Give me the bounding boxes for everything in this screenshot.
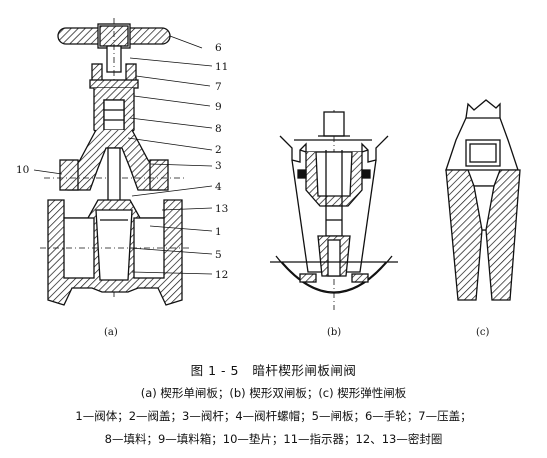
label-6: 6: [215, 42, 222, 54]
label-5: 5: [215, 249, 222, 261]
label-13: 13: [215, 203, 228, 215]
label-4: 4: [215, 181, 222, 193]
label-8: 8: [215, 123, 222, 135]
drawing-b: [270, 110, 398, 310]
label-7: 7: [215, 81, 222, 93]
label-3: 3: [215, 160, 222, 172]
panel-label-c: (c): [476, 327, 490, 338]
figure-legend-line-2: 8—填料；9—填料箱；10—垫片；11—指示器；12、13—密封圈: [104, 432, 443, 446]
label-11: 11: [215, 61, 228, 73]
panel-label-b: (b): [327, 327, 341, 338]
label-12: 12: [215, 269, 228, 281]
figure-legend-line-1: 1—阀体；2—阀盖；3—阀杆；4—阀杆螺帽；5—闸板；6—手轮；7—压盖；: [75, 409, 472, 423]
figure-number: 图 1 - 5: [190, 363, 239, 378]
label-1: 1: [215, 226, 222, 238]
drawing-a: [33, 18, 213, 306]
figure-title-text: 暗杆楔形闸板闸阀: [252, 363, 357, 378]
label-10: 10: [16, 164, 29, 176]
panel-label-a: (a): [104, 327, 118, 338]
drawing-c: [445, 99, 521, 301]
figure-subcaption: (a) 楔形单闸板；(b) 楔形双闸板；(c) 楔形弹性闸板: [140, 386, 407, 400]
label-2: 2: [215, 144, 222, 156]
figure-title: 图 1 - 5 暗杆楔形闸板闸阀: [0, 360, 547, 379]
label-9: 9: [215, 101, 222, 113]
